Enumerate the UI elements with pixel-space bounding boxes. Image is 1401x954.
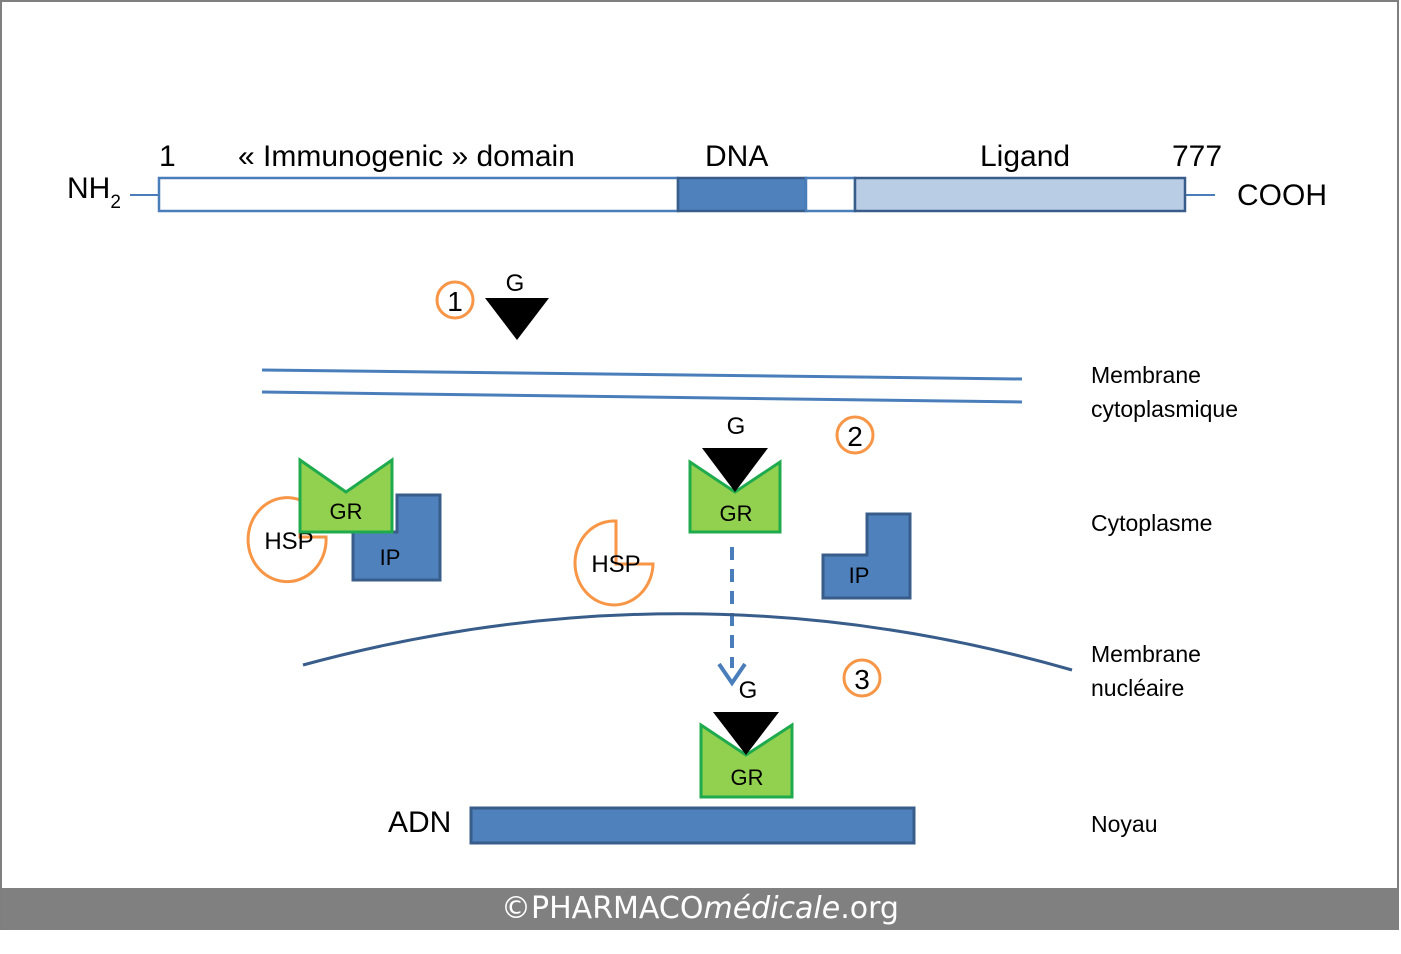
protein-domain-map: 1 « Immunogenic » domain DNA Ligand 777 …	[67, 140, 1327, 213]
ligand-triangle-nucleus	[713, 712, 779, 755]
compartment-labels: Membrane cytoplasmique Cytoplasme Membra…	[1091, 362, 1238, 837]
ligand-triangle-cytoplasm	[702, 448, 768, 492]
step-1: 1 G	[435, 270, 549, 340]
membrane-outer-line	[261, 368, 1023, 381]
gr-nucleus-label: GR	[731, 765, 764, 790]
hsp-left-shape	[246, 496, 328, 584]
gr-cytoplasm-label: GR	[720, 501, 753, 526]
ip-left-shape	[351, 493, 442, 582]
dna-domain-label: DNA	[705, 140, 768, 173]
protein-end-label: 777	[1172, 140, 1222, 173]
cterm-label: COOH	[1237, 179, 1327, 212]
dna-domain-bar	[676, 176, 808, 213]
step-1-number: 1	[447, 286, 463, 317]
step-2: 2 G GR HSP IP	[573, 413, 912, 687]
gr-nucleus-shape	[699, 722, 794, 799]
membrane-cyto-label-line2: cytoplasmique	[1091, 396, 1238, 422]
nucleus-label: Noyau	[1091, 811, 1157, 837]
gr-left-label: GR	[330, 499, 363, 524]
step-3: 3 G GR ADN	[388, 658, 916, 845]
step-3-circle	[842, 658, 882, 698]
dna-bar	[469, 806, 916, 845]
ligand-label-cytoplasm: G	[727, 413, 746, 440]
footer-italic: médicale	[703, 891, 841, 926]
ligand-label-outside: G	[506, 270, 525, 297]
ip-free-label: IP	[849, 563, 870, 588]
membrane-nuc-label-line1: Membrane	[1091, 641, 1201, 667]
nterm-label: NH2	[67, 172, 121, 213]
dna-label: ADN	[388, 806, 451, 839]
immunogenic-domain-bar	[157, 176, 680, 213]
step-2-circle	[835, 415, 875, 455]
ligand-domain-label: Ligand	[980, 140, 1070, 173]
step-1-circle	[435, 280, 475, 320]
nuclear-membrane-curve	[302, 612, 1073, 672]
hsp-free-shape	[573, 519, 655, 607]
inactive-receptor-complex: HSP IP GR	[246, 457, 442, 584]
footer-prefix: ©PHARMACO	[501, 891, 704, 926]
step-2-number: 2	[847, 421, 863, 452]
gr-left-shape	[298, 457, 394, 534]
translocation-arrow-head	[717, 662, 747, 687]
hinge-region-bar	[804, 176, 857, 213]
hsp-free-label: HSP	[591, 551, 640, 578]
gr-cytoplasm-shape	[688, 459, 782, 534]
nterm-text: NH	[67, 172, 110, 205]
ligand-domain-bar	[853, 176, 1187, 213]
membrane-inner-line	[261, 390, 1023, 404]
step-3-number: 3	[854, 664, 870, 695]
cytoplasmic-membrane	[261, 368, 1023, 404]
ip-free-shape	[821, 512, 912, 600]
footer-suffix: .org	[840, 891, 899, 926]
membrane-nuc-label-line2: nucléaire	[1091, 675, 1184, 701]
immunogenic-domain-label: « Immunogenic » domain	[238, 140, 575, 173]
ip-left-label: IP	[380, 545, 401, 570]
protein-start-label: 1	[159, 140, 176, 173]
membrane-cyto-label-line1: Membrane	[1091, 362, 1201, 388]
ligand-triangle-outside	[485, 298, 549, 340]
nterm-subscript: 2	[110, 192, 121, 213]
cytoplasm-label: Cytoplasme	[1091, 510, 1212, 536]
copyright-footer: ©PHARMACOmédicale.org	[2, 888, 1398, 930]
ligand-label-nucleus: G	[739, 677, 758, 704]
